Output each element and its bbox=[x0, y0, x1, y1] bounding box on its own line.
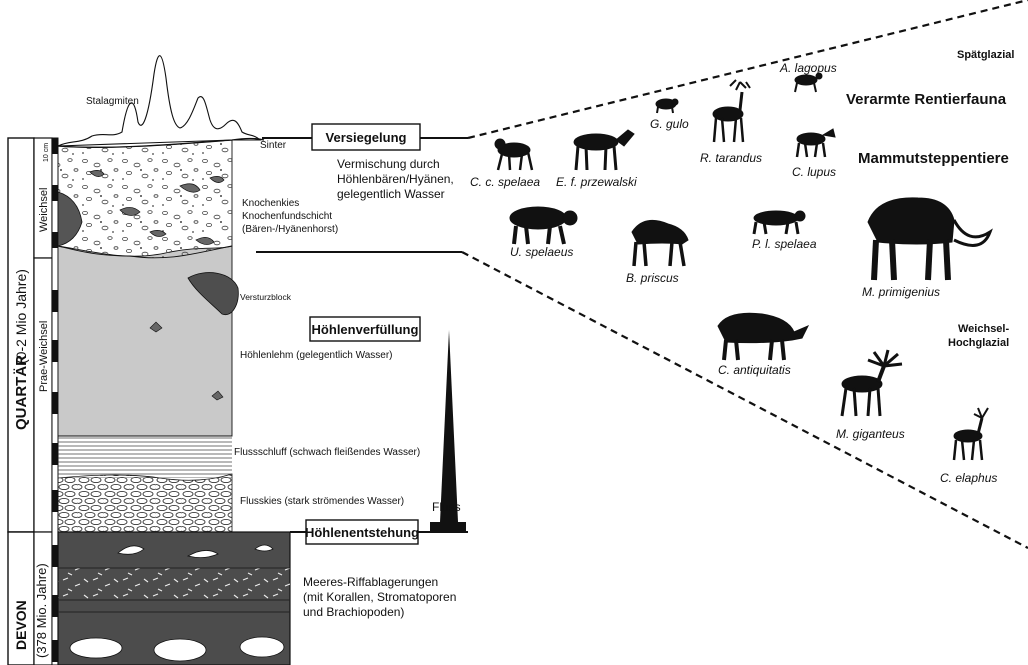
hoehlenentstehung-label: Höhlenentstehung bbox=[305, 525, 419, 540]
animal-label-u-spelaeus: U. spelaeus bbox=[510, 245, 573, 259]
animal-label-c-lupus: C. lupus bbox=[792, 165, 836, 179]
label-flusskies: Flusskies (stark strömendes Wasser) bbox=[240, 496, 404, 507]
label-meeres-2: (mit Korallen, Stromatoporen bbox=[303, 590, 456, 604]
hoehlenverfuellung-label: Höhlenverfüllung bbox=[312, 322, 419, 337]
c-elaphus-icon bbox=[954, 408, 988, 460]
b-priscus-icon bbox=[632, 220, 688, 266]
animal-label-a-lagopus: A. lagopus bbox=[779, 61, 837, 75]
animal-label-e-f-przewalski: E. f. przewalski bbox=[556, 175, 637, 189]
label-vermischung-3: gelegentlich Wasser bbox=[337, 187, 445, 201]
zone-rentierfauna: Verarmte Rentierfauna bbox=[846, 91, 1007, 108]
p-l-spelaea-icon bbox=[754, 211, 805, 234]
label-vermischung-2: Höhlenbären/Hyänen, bbox=[337, 172, 454, 186]
animal-label-c-elaphus: C. elaphus bbox=[940, 471, 997, 485]
u-spelaeus-icon bbox=[510, 207, 577, 244]
m-primigenius-icon bbox=[868, 198, 990, 280]
zone-spaetglazial: Spätglazial bbox=[957, 49, 1014, 61]
box-hoehlenentstehung: Höhlenentstehung bbox=[305, 520, 419, 544]
c-c-spelaea-icon bbox=[495, 139, 532, 170]
box-hoehlenverfuellung: Höhlenverfüllung bbox=[310, 317, 420, 341]
r-tarandus-icon bbox=[713, 80, 750, 142]
period-devon-age: (378 Mio. Jahre) bbox=[34, 563, 49, 658]
label-meeres-3: und Brachiopoden) bbox=[303, 605, 404, 619]
label-versturzblock: Versturzblock bbox=[240, 292, 292, 302]
e-f-przewalski-icon bbox=[574, 130, 634, 170]
animal-label-g-gulo: G. gulo bbox=[650, 117, 689, 131]
animal-label-c-c-spelaea: C. c. spelaea bbox=[470, 175, 540, 189]
animal-label-m-giganteus: M. giganteus bbox=[836, 427, 905, 441]
c-lupus-icon bbox=[797, 129, 835, 157]
animal-label-m-primigenius: M. primigenius bbox=[862, 285, 940, 299]
versiegelung-label: Versiegelung bbox=[326, 130, 407, 145]
animal-labels: A. lagopus G. gulo R. tarandus C. c. spe… bbox=[470, 61, 997, 485]
label-hoehlenlehm: Höhlenlehm (gelegentlich Wasser) bbox=[240, 350, 392, 361]
label-knochen-3: (Bären-/Hyänenhorst) bbox=[242, 224, 338, 235]
label-meeres-1: Meeres-Riffablagerungen bbox=[303, 575, 438, 589]
m-giganteus-icon bbox=[842, 350, 902, 416]
scale-label: 10 cm bbox=[43, 143, 50, 162]
animal-label-c-antiquitatis: C. antiquitatis bbox=[718, 363, 791, 377]
label-knochen-2: Knochenfundschicht bbox=[242, 211, 332, 222]
zone-mammut: Mammutsteppentiere bbox=[858, 150, 1009, 167]
label-sinter: Sinter bbox=[260, 140, 287, 151]
period-weichsel: Weichsel bbox=[38, 188, 50, 232]
period-quartaer-age: (0-2 Mio Jahre) bbox=[13, 269, 29, 364]
label-fluss: Fluss bbox=[432, 500, 461, 514]
animal-label-r-tarandus: R. tarandus bbox=[700, 151, 762, 165]
strat-column: QUARTÄR (0-2 Mio Jahre) DEVON (378 Mio. … bbox=[8, 138, 58, 665]
period-prae-weichsel: Prae-Weichsel bbox=[38, 321, 50, 392]
a-lagopus-icon bbox=[795, 73, 822, 92]
animal-silhouettes bbox=[495, 73, 990, 460]
label-flussschluff: Flussschluff (schwach fleißendes Wasser) bbox=[234, 447, 420, 458]
label-vermischung-1: Vermischung durch bbox=[337, 157, 440, 171]
animal-label-p-l-spelaea: P. l. spelaea bbox=[752, 237, 817, 251]
zone-hochglazial-2: Hochglazial bbox=[948, 337, 1009, 349]
animal-label-b-priscus: B. priscus bbox=[626, 271, 679, 285]
g-gulo-icon bbox=[656, 99, 678, 113]
box-versiegelung: Versiegelung bbox=[312, 124, 420, 150]
label-knochen-1: Knochenkies bbox=[242, 198, 299, 209]
zone-hochglazial-1: Weichsel- bbox=[958, 323, 1009, 335]
label-stalagmiten: Stalagmiten bbox=[86, 96, 139, 107]
c-antiquitatis-icon bbox=[718, 313, 808, 360]
period-devon: DEVON bbox=[13, 600, 29, 650]
period-quartaer: QUARTÄR bbox=[13, 355, 30, 430]
